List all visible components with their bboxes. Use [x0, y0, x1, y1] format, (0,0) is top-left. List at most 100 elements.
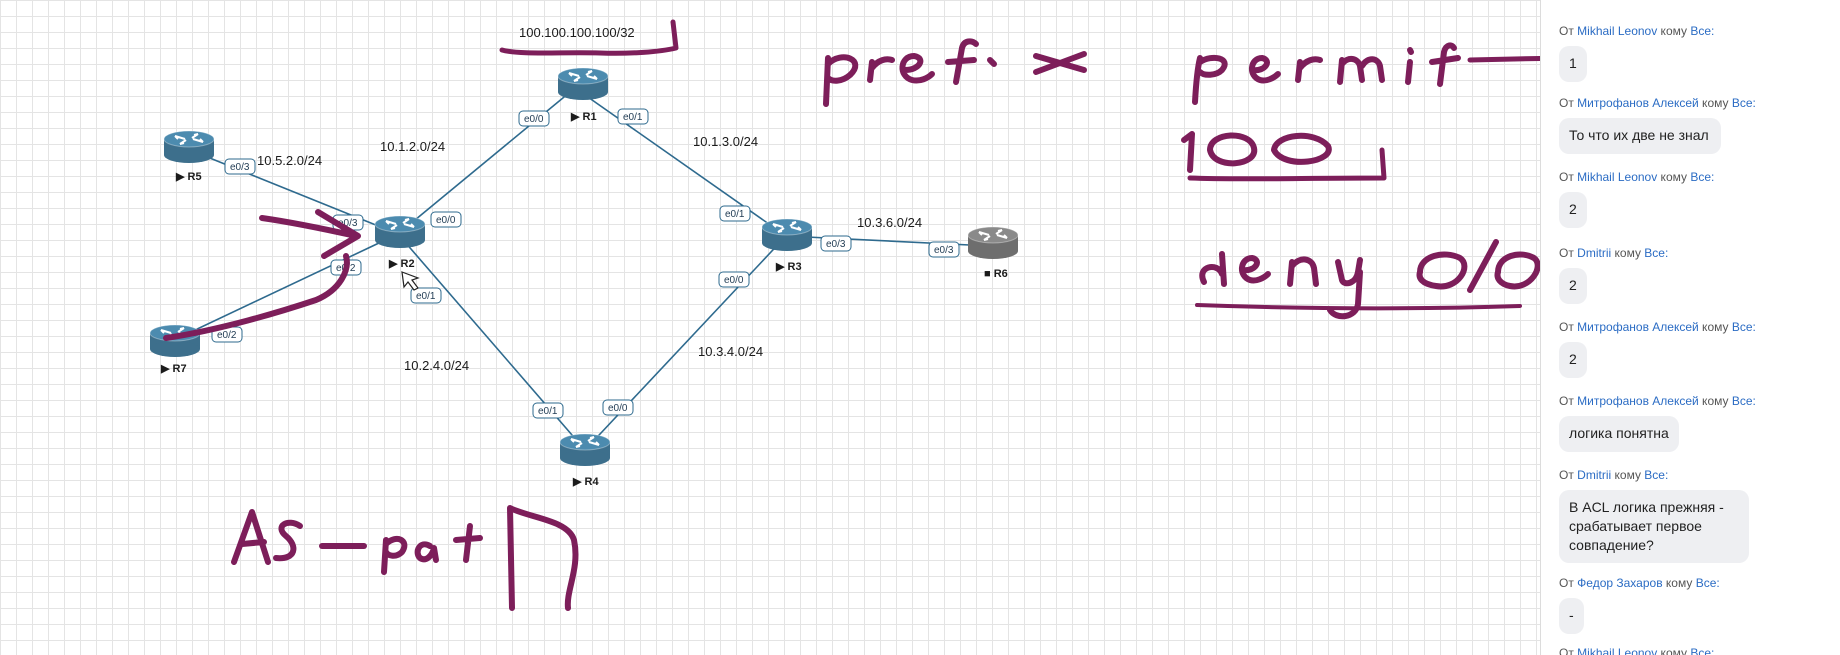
svg-text:e0/1: e0/1 — [416, 291, 436, 302]
chat-message-header: От Dmitrii кому Все: — [1559, 468, 1668, 482]
chat-scrollbar[interactable] — [1835, 0, 1840, 655]
svg-text:▶ R4: ▶ R4 — [572, 476, 599, 488]
svg-text:e0/2: e0/2 — [217, 330, 237, 341]
chat-recipient-all[interactable]: Все: — [1731, 96, 1756, 110]
chat-sender-name[interactable]: Dmitrii — [1577, 468, 1612, 482]
chat-to-word: кому — [1698, 320, 1732, 334]
chat-sender-name[interactable]: Митрофанов Алексей — [1577, 320, 1699, 334]
interface-r4-e01[interactable]: e0/1 — [532, 402, 564, 419]
chat-to-word: кому — [1611, 246, 1645, 260]
handwritten-arrow — [163, 209, 361, 341]
chat-from-word: От — [1559, 320, 1578, 334]
chat-message-bubble: - — [1559, 598, 1584, 634]
router-r7[interactable]: ▶ R7 — [150, 325, 200, 375]
link-r7-r2[interactable] — [173, 233, 399, 341]
link-r2-r1[interactable] — [397, 87, 576, 235]
interface-r2-e00[interactable]: e0/0 — [430, 211, 462, 228]
interface-r3-e01[interactable]: e0/1 — [719, 205, 751, 222]
chat-sender-name[interactable]: Mikhail Leonov — [1577, 24, 1658, 38]
chat-to-word: кому — [1698, 394, 1732, 408]
chat-from-word: От — [1559, 394, 1578, 408]
svg-text:▶ R5: ▶ R5 — [175, 171, 202, 183]
chat-message-header: От Dmitrii кому Все: — [1559, 246, 1668, 260]
chat-recipient-all[interactable]: Все: — [1644, 468, 1669, 482]
links — [173, 87, 991, 451]
chat-recipient-all[interactable]: Все: — [1731, 320, 1756, 334]
chat-to-word: кому — [1657, 24, 1691, 38]
link-r3-r4[interactable] — [584, 235, 787, 451]
svg-text:■ R6: ■ R6 — [984, 268, 1008, 280]
interface-r5-e03[interactable]: e0/3 — [224, 158, 256, 175]
mouse-cursor-icon — [401, 271, 420, 291]
chat-to-word: кому — [1657, 170, 1691, 184]
svg-text:e0/0: e0/0 — [608, 403, 628, 414]
chat-to-word: кому — [1662, 576, 1696, 590]
router-r3[interactable]: ▶ R3 — [762, 219, 812, 273]
chat-message-bubble: То что их две не знал — [1559, 118, 1721, 154]
svg-text:▶ R1: ▶ R1 — [570, 111, 597, 123]
chat-message-header: От Митрофанов Алексей кому Все: — [1559, 394, 1756, 408]
subnet-label-r5-r2: 10.5.2.0/24 — [257, 153, 322, 168]
svg-text:e0/3: e0/3 — [338, 218, 358, 229]
chat-from-word: От — [1559, 246, 1578, 260]
router-r4[interactable]: ▶ R4 — [560, 434, 610, 488]
top-prefix-label: 100.100.100.100/32 — [519, 25, 635, 40]
topology-canvas[interactable]: 100.100.100.100/32 10.5.2.0/24 10.1.2.0/… — [0, 0, 1540, 655]
chat-sender-name[interactable]: Митрофанов Алексей — [1577, 394, 1699, 408]
chat-from-word: От — [1559, 646, 1578, 655]
svg-text:e0/3: e0/3 — [230, 162, 250, 173]
chat-sender-name[interactable]: Федор Захаров — [1577, 576, 1663, 590]
link-r1-r3[interactable] — [574, 87, 787, 237]
subnet-label-r2-r4: 10.2.4.0/24 — [404, 358, 469, 373]
svg-text:▶ R3: ▶ R3 — [775, 261, 802, 273]
chat-message-bubble: В ACL логика прежняя - срабатывает перво… — [1559, 490, 1749, 563]
chat-from-word: От — [1559, 96, 1578, 110]
router-r6[interactable]: ■ R6 — [968, 227, 1018, 280]
chat-to-word: кому — [1611, 468, 1645, 482]
chat-from-word: От — [1559, 170, 1578, 184]
router-r1[interactable]: ▶ R1 — [558, 68, 608, 123]
chat-recipient-all[interactable]: Все: — [1695, 576, 1720, 590]
interface-r6-e03[interactable]: e0/3 — [928, 241, 960, 258]
chat-sender-name[interactable]: Mikhail Leonov — [1577, 170, 1658, 184]
link-r3-r6[interactable] — [785, 235, 991, 247]
chat-recipient-all[interactable]: Все: — [1690, 170, 1715, 184]
subnet-label-r3-r4: 10.3.4.0/24 — [698, 344, 763, 359]
chat-recipient-all[interactable]: Все: — [1644, 246, 1669, 260]
svg-text:e0/1: e0/1 — [725, 209, 745, 220]
interface-r1-e01[interactable]: e0/1 — [617, 108, 649, 125]
chat-from-word: От — [1559, 468, 1578, 482]
chat-recipient-all[interactable]: Все: — [1690, 646, 1715, 655]
subnet-label-r3-r6: 10.3.6.0/24 — [857, 215, 922, 230]
handwritten-as-path — [231, 505, 579, 611]
subnet-label-r1-r3: 10.1.3.0/24 — [693, 134, 758, 149]
router-r2[interactable]: ▶ R2 — [375, 216, 425, 270]
chat-sender-name[interactable]: Mikhail Leonov — [1577, 646, 1658, 655]
interface-r1-e00[interactable]: e0/0 — [518, 110, 550, 127]
router-r5[interactable]: ▶ R5 — [164, 131, 214, 183]
chat-message-bubble: логика понятна — [1559, 416, 1679, 452]
interface-r2-e01[interactable]: e0/1 — [410, 287, 442, 304]
chat-message-header: От Федор Захаров кому Все: — [1559, 576, 1720, 590]
chat-recipient-all[interactable]: Все: — [1690, 24, 1715, 38]
svg-text:e0/0: e0/0 — [436, 215, 456, 226]
chat-message-bubble: 2 — [1559, 268, 1587, 304]
chat-message-header: От Mikhail Leonov кому Все: — [1559, 646, 1714, 655]
interface-r4-e00[interactable]: e0/0 — [602, 399, 634, 416]
chat-message-bubble: 2 — [1559, 342, 1587, 378]
svg-text:e0/0: e0/0 — [524, 114, 544, 125]
svg-text:▶ R7: ▶ R7 — [160, 363, 187, 375]
chat-message-header: От Mikhail Leonov кому Все: — [1559, 24, 1714, 38]
interface-r3-e03[interactable]: e0/3 — [820, 235, 852, 252]
chat-sender-name[interactable]: Митрофанов Алексей — [1577, 96, 1699, 110]
chat-message-header: От Митрофанов Алексей кому Все: — [1559, 96, 1756, 110]
svg-text:▶ R2: ▶ R2 — [388, 258, 415, 270]
interface-badges: e0/3 e0/3 e0/0 e0/2 e0/1 e0/0 e0/1 e0/1 … — [211, 108, 960, 419]
topology-diagram: 100.100.100.100/32 10.5.2.0/24 10.1.2.0/… — [0, 19, 1540, 611]
chat-sender-name[interactable]: Dmitrii — [1577, 246, 1612, 260]
chat-message-bubble: 2 — [1559, 192, 1587, 228]
chat-recipient-all[interactable]: Все: — [1731, 394, 1756, 408]
interface-r3-e00[interactable]: e0/0 — [718, 271, 750, 288]
